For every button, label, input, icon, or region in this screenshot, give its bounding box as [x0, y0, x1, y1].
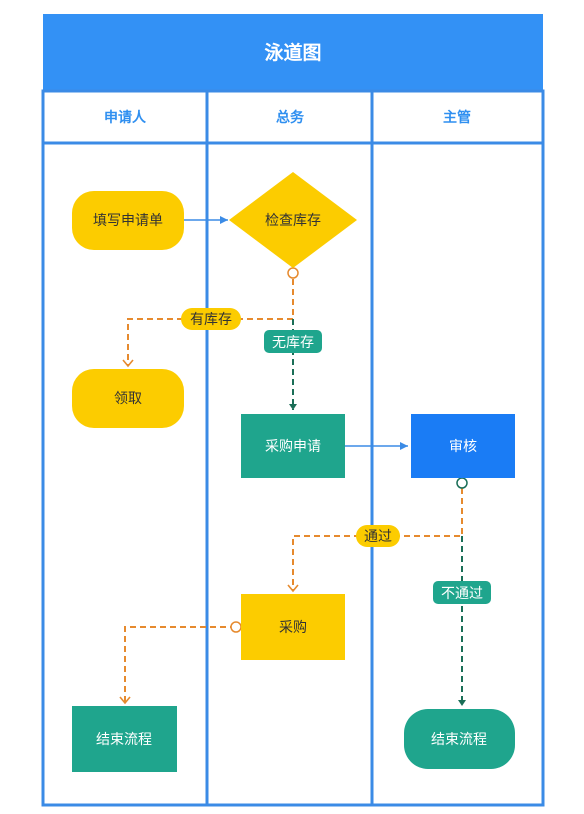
node-purchase-request	[241, 414, 345, 478]
lane-body-frame	[41, 141, 545, 807]
lane-header-applicant: 申请人	[104, 109, 147, 126]
edge-label-out-of-stock-pill	[264, 330, 322, 353]
edge-label-rejected: 不通过	[441, 586, 483, 602]
node-check-stock-label: 检查库存	[265, 213, 321, 229]
node-end-left	[72, 706, 177, 772]
node-purchase	[241, 594, 345, 660]
lane-header-general-affairs: 总务	[276, 109, 305, 126]
edge-label-rejected-pill	[433, 581, 491, 604]
connector-review	[456, 477, 468, 489]
connector-check-stock	[287, 267, 299, 279]
node-check-stock	[229, 172, 357, 268]
node-fill-form	[72, 191, 184, 250]
node-receive	[72, 369, 184, 428]
title-bar	[43, 14, 543, 91]
node-end-left-label: 结束流程	[96, 732, 152, 748]
connector-purchase	[230, 621, 242, 633]
node-end-right	[404, 709, 515, 769]
edge-label-out-of-stock: 无库存	[272, 335, 314, 351]
edge-purchase-to-end	[119, 626, 236, 705]
lane-header-supervisor: 主管	[443, 109, 471, 126]
node-end-right-label: 结束流程	[431, 732, 487, 748]
edge-label-in-stock: 有库存	[190, 312, 232, 328]
edge-label-approved-pill	[356, 525, 400, 547]
node-purchase-label: 采购	[279, 620, 307, 636]
node-purchase-request-label: 采购申请	[265, 439, 321, 455]
lane-header-row	[41, 89, 545, 145]
node-receive-label: 领取	[114, 391, 142, 407]
edge-label-in-stock-pill	[181, 308, 241, 330]
node-review-label: 审核	[449, 439, 477, 455]
node-fill-form-label: 填写申请单	[93, 213, 163, 229]
edge-label-approved: 通过	[364, 529, 392, 545]
node-review	[411, 414, 515, 478]
diagram-title: 泳道图	[264, 41, 321, 64]
